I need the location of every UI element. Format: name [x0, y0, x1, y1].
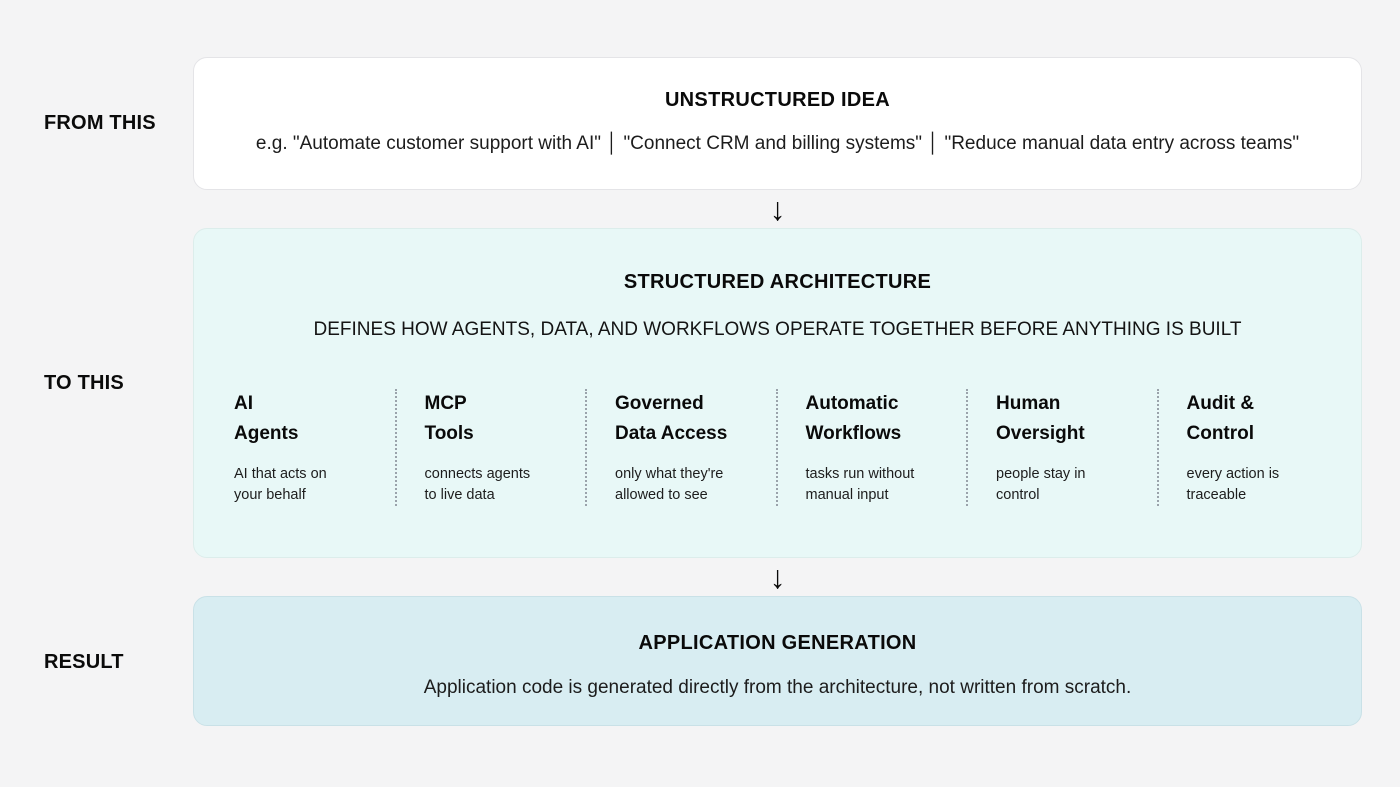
structured-architecture-card: STRUCTURED ARCHITECTURE DEFINES HOW AGEN… [193, 228, 1362, 558]
component-audit-control: Audit & Control every action is traceabl… [1156, 389, 1322, 506]
card-stack: UNSTRUCTURED IDEA e.g. "Automate custome… [193, 57, 1362, 726]
component-heading: Governed Data Access [615, 393, 728, 444]
component-description: every action is traceable [1186, 466, 1280, 503]
component-description: people stay in control [996, 466, 1086, 503]
component-mcp-tools: MCP Tools connects agents to live data [394, 389, 586, 506]
component-automatic-workflows: Automatic Workflows tasks run without ma… [775, 389, 967, 506]
component-description: tasks run without manual input [805, 466, 915, 503]
unstructured-idea-title: UNSTRUCTURED IDEA [664, 89, 891, 111]
application-generation-description: Application code is generated directly f… [423, 677, 1132, 698]
component-human-oversight: Human Oversight people stay in control [966, 389, 1157, 506]
down-arrow-icon: ↓ [769, 190, 786, 227]
component-heading: Audit & Control [1186, 393, 1255, 444]
component-heading: AI Agents [234, 393, 299, 444]
component-ai-agents: AI Agents AI that acts on your behalf [234, 389, 395, 506]
component-description: connects agents to live data [424, 466, 531, 503]
structured-architecture-title: STRUCTURED ARCHITECTURE [623, 271, 932, 293]
application-generation-card: APPLICATION GENERATION Application code … [193, 596, 1362, 726]
structured-architecture-subtitle: DEFINES HOW AGENTS, DATA, AND WORKFLOWS … [313, 319, 1242, 340]
architecture-components-row: AI Agents AI that acts on your behalf MC… [234, 389, 1321, 506]
stage-label-from-this: FROM THIS [44, 112, 156, 134]
unstructured-idea-card: UNSTRUCTURED IDEA e.g. "Automate custome… [193, 57, 1362, 190]
component-governed-data-access: Governed Data Access only what they're a… [585, 389, 776, 506]
component-heading: Automatic Workflows [805, 393, 902, 444]
application-generation-title: APPLICATION GENERATION [638, 632, 917, 654]
component-description: only what they're allowed to see [615, 466, 724, 503]
component-heading: MCP Tools [424, 393, 474, 444]
component-heading: Human Oversight [996, 393, 1085, 444]
component-description: AI that acts on your behalf [234, 466, 327, 503]
stage-label-result: RESULT [44, 651, 124, 673]
unstructured-idea-examples: e.g. "Automate customer support with AI"… [255, 133, 1300, 154]
stage-label-to-this: TO THIS [44, 372, 124, 394]
down-arrow-icon: ↓ [769, 558, 786, 595]
